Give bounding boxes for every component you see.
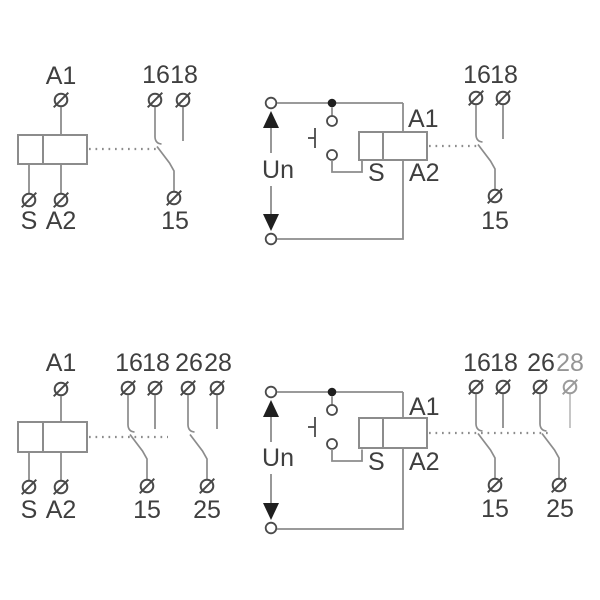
label-28: 28 — [556, 349, 584, 377]
supply-node-icon — [264, 385, 278, 399]
label-15: 15 — [133, 496, 161, 524]
coil-box — [17, 421, 88, 453]
label-16: 16 — [115, 349, 143, 377]
wire — [331, 449, 363, 462]
label-26: 26 — [527, 349, 555, 377]
label-15: 15 — [161, 207, 189, 235]
label-18: 18 — [490, 349, 518, 377]
changeover-contact-icon — [187, 394, 208, 481]
label-25: 25 — [546, 495, 574, 523]
label-s: S — [21, 207, 38, 235]
label-16: 16 — [463, 61, 491, 89]
screw-terminal-icon — [561, 378, 579, 396]
supply-node-icon — [264, 521, 278, 535]
label-16: 16 — [142, 61, 170, 89]
changeover-contact-icon — [475, 104, 496, 191]
screw-terminal-icon — [52, 380, 70, 398]
screw-terminal-icon — [208, 379, 226, 397]
wire — [331, 160, 363, 173]
label-a1: A1 — [46, 62, 77, 90]
label-s: S — [21, 496, 38, 524]
label-a1: A1 — [409, 393, 440, 421]
screw-terminal-icon — [198, 477, 216, 495]
screw-terminal-icon — [146, 91, 164, 109]
screw-terminal-icon — [550, 476, 568, 494]
screw-terminal-icon — [486, 187, 504, 205]
screw-terminal-icon — [486, 476, 504, 494]
screw-terminal-icon — [52, 91, 70, 109]
label-s: S — [368, 159, 385, 187]
screw-terminal-icon — [174, 91, 192, 109]
label-a2: A2 — [46, 496, 77, 524]
coil-box — [358, 131, 428, 161]
screw-terminal-icon — [531, 378, 549, 396]
wire — [277, 160, 404, 240]
diagram-wiring-1co: Un A1 S A2 16 18 15 — [262, 61, 518, 246]
label-15: 15 — [481, 207, 509, 235]
screw-terminal-icon — [494, 378, 512, 396]
label-a1: A1 — [46, 349, 77, 377]
label-a2: A2 — [46, 207, 77, 235]
screw-terminal-icon — [179, 379, 197, 397]
label-28: 28 — [204, 349, 232, 377]
label-18: 18 — [490, 61, 518, 89]
coil-box — [17, 134, 88, 165]
label-a1: A1 — [408, 105, 439, 133]
arrow-up-icon — [263, 111, 279, 128]
screw-terminal-icon — [146, 379, 164, 397]
changeover-contact-icon — [154, 106, 175, 193]
screw-terminal-icon — [20, 478, 38, 496]
label-a2: A2 — [409, 159, 440, 187]
label-26: 26 — [175, 349, 203, 377]
arrow-down-icon — [263, 503, 279, 520]
screw-terminal-icon — [467, 89, 485, 107]
diagram-terminal-2co: A1 S A2 16 18 26 28 15 25 — [17, 349, 232, 524]
supply-node-icon — [264, 232, 278, 246]
push-button-icon — [307, 115, 338, 161]
diagram-wiring-2co: Un A1 S A2 16 18 26 28 15 25 — [262, 349, 584, 535]
label-s: S — [368, 448, 385, 476]
screw-terminal-icon — [138, 477, 156, 495]
screw-terminal-icon — [119, 379, 137, 397]
supply-node-icon — [264, 96, 278, 110]
changeover-contact-icon — [539, 393, 560, 480]
label-16: 16 — [463, 349, 491, 377]
arrow-down-icon — [263, 214, 279, 231]
changeover-contact-icon — [127, 394, 148, 481]
diagram-terminal-1co: A1 S A2 16 18 15 — [17, 61, 198, 235]
screw-terminal-icon — [467, 378, 485, 396]
screw-terminal-icon — [52, 191, 70, 209]
coil-box — [358, 417, 428, 449]
label-25: 25 — [193, 496, 221, 524]
screw-terminal-icon — [52, 478, 70, 496]
wire — [277, 448, 404, 530]
label-a2: A2 — [409, 448, 440, 476]
junction-dot — [327, 98, 337, 108]
push-button-icon — [307, 404, 338, 450]
label-un: Un — [262, 444, 294, 472]
label-18: 18 — [170, 61, 198, 89]
junction-dot — [327, 387, 337, 397]
label-18: 18 — [142, 349, 170, 377]
screw-terminal-icon — [165, 189, 183, 207]
label-un: Un — [262, 156, 294, 184]
changeover-contact-icon — [475, 393, 496, 480]
screw-terminal-icon — [20, 191, 38, 209]
screw-terminal-icon — [494, 89, 512, 107]
arrow-up-icon — [263, 400, 279, 417]
label-15: 15 — [481, 495, 509, 523]
